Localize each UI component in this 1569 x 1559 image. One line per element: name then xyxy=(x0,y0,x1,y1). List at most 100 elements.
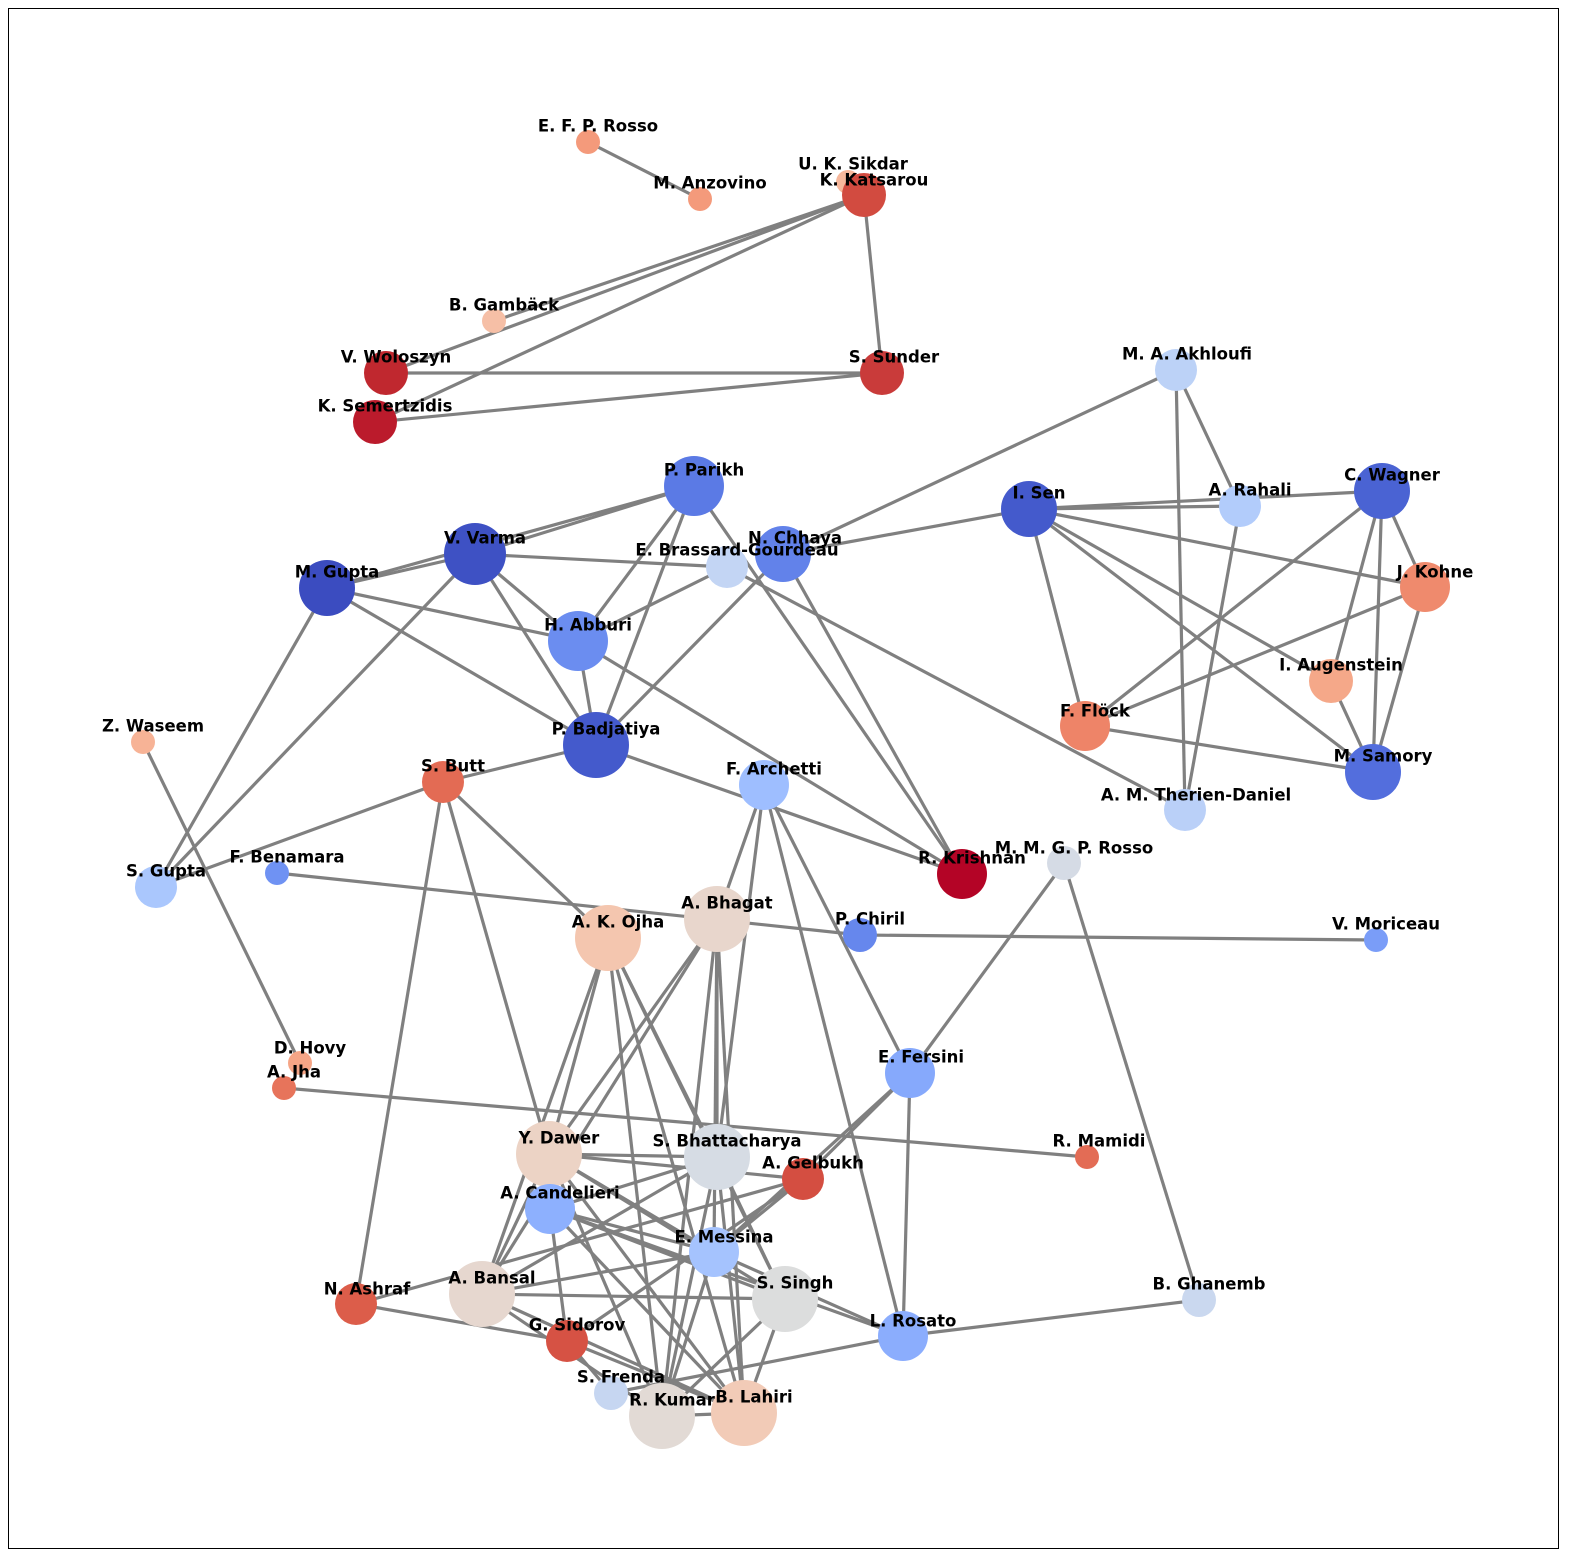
node-s-butt xyxy=(422,761,464,803)
node-label-a-jha: A. Jha xyxy=(267,1063,321,1082)
edge-v-varma--p-badjatiya xyxy=(473,553,598,746)
edge-a-k-ojha--b-lahiri xyxy=(606,937,746,1414)
edge-e-messina--a-bansal xyxy=(481,1250,715,1296)
edge-f-benamara--p-chiril xyxy=(276,871,861,937)
node-m-m-g-p-rosso xyxy=(1047,846,1081,880)
edge-a-k-ojha--a-bansal xyxy=(480,937,610,1295)
node-a-bansal xyxy=(449,1261,515,1327)
edge-m-m-g-p-rosso--e-fersini xyxy=(908,862,1066,1074)
edge-a-bansal--s-singh xyxy=(481,1292,786,1301)
node-label-n-ashraf: N. Ashraf xyxy=(324,1280,411,1299)
node-r-kumar xyxy=(629,1383,695,1449)
edge-e-fersini--l-rosato xyxy=(901,1072,912,1337)
edge-a-bhagat--a-bansal xyxy=(480,918,719,1295)
node-label-u-k-sikdar: U. K. Sikdar xyxy=(798,155,909,174)
node-label-b-gambäck: B. Gambäck xyxy=(449,296,560,315)
node-label-c-wagner: C. Wagner xyxy=(1344,466,1441,485)
edge-p-parikh--m-gupta xyxy=(326,484,695,590)
node-m-samory xyxy=(1345,744,1401,800)
node-label-e-messina: E. Messina xyxy=(674,1228,773,1247)
edge-p-chiril--v-moriceau xyxy=(859,933,1377,942)
node-s-gupta xyxy=(135,866,177,908)
node-a-k-ojha xyxy=(575,905,641,971)
edge-a-k-ojha--y-dawer xyxy=(547,937,610,1155)
edge-layer xyxy=(141,140,1427,1418)
node-n-ashraf xyxy=(335,1283,377,1325)
node-label-m-anzovino: M. Anzovino xyxy=(653,174,766,193)
edge-a-candelieri--e-messina xyxy=(549,1207,715,1254)
node-label-f-archetti: F. Archetti xyxy=(726,760,822,779)
edge-a-bansal--b-lahiri xyxy=(481,1292,745,1415)
edge-n-chhaya--r-krishnan xyxy=(781,553,964,875)
node-label-p-badjatiya: P. Badjatiya xyxy=(552,720,661,739)
node-i-sen xyxy=(1001,481,1057,537)
edge-n-chhaya--p-badjatiya xyxy=(594,552,785,747)
node-label-d-hovy: D. Hovy xyxy=(274,1039,347,1058)
node-p-badjatiya xyxy=(563,712,629,778)
node-label-m-m-g-p-rosso: M. M. G. P. Rosso xyxy=(995,839,1154,858)
node-n-chhaya xyxy=(755,526,811,582)
node-m-anzovino xyxy=(688,187,712,211)
node-m-gupta xyxy=(299,560,355,616)
node-b-gambäck xyxy=(482,309,506,333)
node-b-lahiri xyxy=(711,1380,777,1446)
node-a-candelieri xyxy=(525,1184,575,1234)
node-label-s-frenda: S. Frenda xyxy=(577,1368,665,1387)
edge-f-archetti--s-bhattacharya xyxy=(715,784,766,1158)
node-a-bhagat xyxy=(684,886,750,952)
node-label-s-gupta: S. Gupta xyxy=(126,862,206,881)
node-label-p-parikh: P. Parikh xyxy=(664,461,744,480)
edge-c-wagner--i-augenstein xyxy=(1329,490,1384,682)
edge-y-dawer--a-gelbukh xyxy=(548,1152,804,1181)
node-label-e-f-p-rosso: E. F. P. Rosso xyxy=(538,117,658,136)
node-label-v-varma: V. Varma xyxy=(444,529,526,548)
edge-i-sen--i-augenstein xyxy=(1028,507,1332,683)
edge-l-rosato--b-ghanemb xyxy=(902,1298,1200,1338)
edge-p-badjatiya--r-krishnan xyxy=(595,743,963,876)
node-g-sidorov xyxy=(546,1320,588,1362)
edge-c-wagner--m-samory xyxy=(1371,490,1384,773)
node-label-z-waseem: Z. Waseem xyxy=(102,717,204,736)
node-l-rosato xyxy=(878,1311,928,1361)
node-label-m-gupta: M. Gupta xyxy=(295,563,380,582)
node-label-s-butt: S. Butt xyxy=(421,757,485,776)
edge-a-bhagat--e-messina xyxy=(712,918,719,1253)
node-d-hovy xyxy=(288,1051,312,1075)
edge-v-varma--e-brassard-gourdeau xyxy=(474,552,728,569)
node-f-benamara xyxy=(265,861,289,885)
node-f-archetti xyxy=(739,760,789,810)
node-i-augenstein xyxy=(1309,659,1353,703)
plot-frame xyxy=(8,8,1559,1549)
edge-j-kohne--m-samory xyxy=(1371,586,1427,773)
edge-n-ashraf--g-sidorov xyxy=(355,1302,568,1343)
node-p-chiril xyxy=(843,918,877,952)
edge-s-butt--a-k-ojha xyxy=(441,780,610,940)
node-label-v-woloszyn: V. Woloszyn xyxy=(341,348,452,367)
node-label-e-fersini: E. Fersini xyxy=(878,1048,964,1067)
edge-a-rahali--a-m-therien-daniel xyxy=(1183,505,1242,811)
node-label-i-augenstein: I. Augenstein xyxy=(1279,656,1403,675)
node-label-m-a-akhloufi: M. A. Akhloufi xyxy=(1122,345,1252,364)
node-label-e-brassard-gourdeau: E. Brassard-Gourdeau xyxy=(635,541,838,560)
edge-y-dawer--s-singh xyxy=(548,1152,786,1301)
node-label-a-k-ojha: A. K. Ojha xyxy=(572,913,664,932)
node-label-a-m-therien-daniel: A. M. Therien-Daniel xyxy=(1101,786,1291,805)
edge-h-abburi--r-krishnan xyxy=(577,639,963,876)
node-k-semertzidis xyxy=(353,400,397,444)
node-r-mamidi xyxy=(1075,1145,1099,1169)
edge-s-butt--s-gupta xyxy=(155,780,444,889)
node-label-g-sidorov: G. Sidorov xyxy=(529,1316,626,1335)
node-a-m-therien-daniel xyxy=(1164,789,1206,831)
edge-f-archetti--l-rosato xyxy=(762,784,905,1337)
node-a-gelbukh xyxy=(782,1158,824,1200)
edge-s-butt--y-dawer xyxy=(441,781,551,1155)
edge-c-wagner--f-flöck xyxy=(1084,489,1383,728)
edge-s-bhattacharya--r-kumar xyxy=(660,1156,719,1417)
node-label-r-kumar: R. Kumar xyxy=(629,1391,716,1410)
node-label-s-sunder: S. Sunder xyxy=(849,348,940,367)
edge-f-flöck--m-samory xyxy=(1084,724,1374,774)
edge-a-k-ojha--r-kumar xyxy=(606,937,664,1417)
node-label-p-chiril: P. Chiril xyxy=(835,910,905,929)
edge-k-semertzidis--s-sunder xyxy=(374,371,883,424)
